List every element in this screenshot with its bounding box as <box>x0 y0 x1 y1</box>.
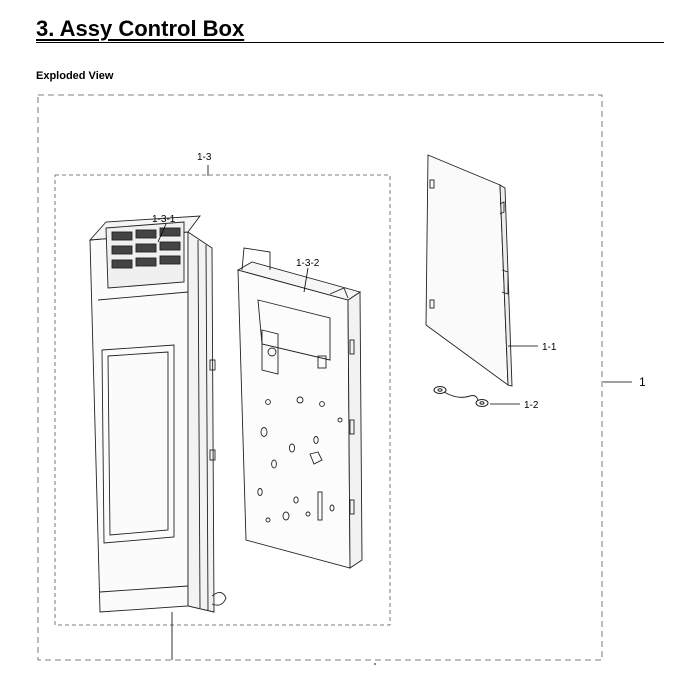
label-1-2: 1-2 <box>524 400 539 411</box>
label-1-3: 1-3 <box>197 152 212 163</box>
section-subtitle: Exploded View <box>36 70 114 82</box>
sub-assembly-boundary <box>54 174 391 626</box>
pcb-part <box>425 154 513 387</box>
label-1-3-2: 1-3-2 <box>296 258 320 269</box>
label-1: 1 <box>639 375 646 389</box>
page-title: 3. Assy Control Box <box>36 16 245 41</box>
frame-part <box>236 247 363 569</box>
label-1-3-1: 1-3-1 <box>152 214 176 225</box>
assembly-boundary <box>37 94 603 661</box>
label-1-1: 1-1 <box>542 342 557 353</box>
front-panel-part <box>88 215 227 613</box>
title-rule <box>36 42 664 43</box>
wire-part <box>433 386 489 407</box>
